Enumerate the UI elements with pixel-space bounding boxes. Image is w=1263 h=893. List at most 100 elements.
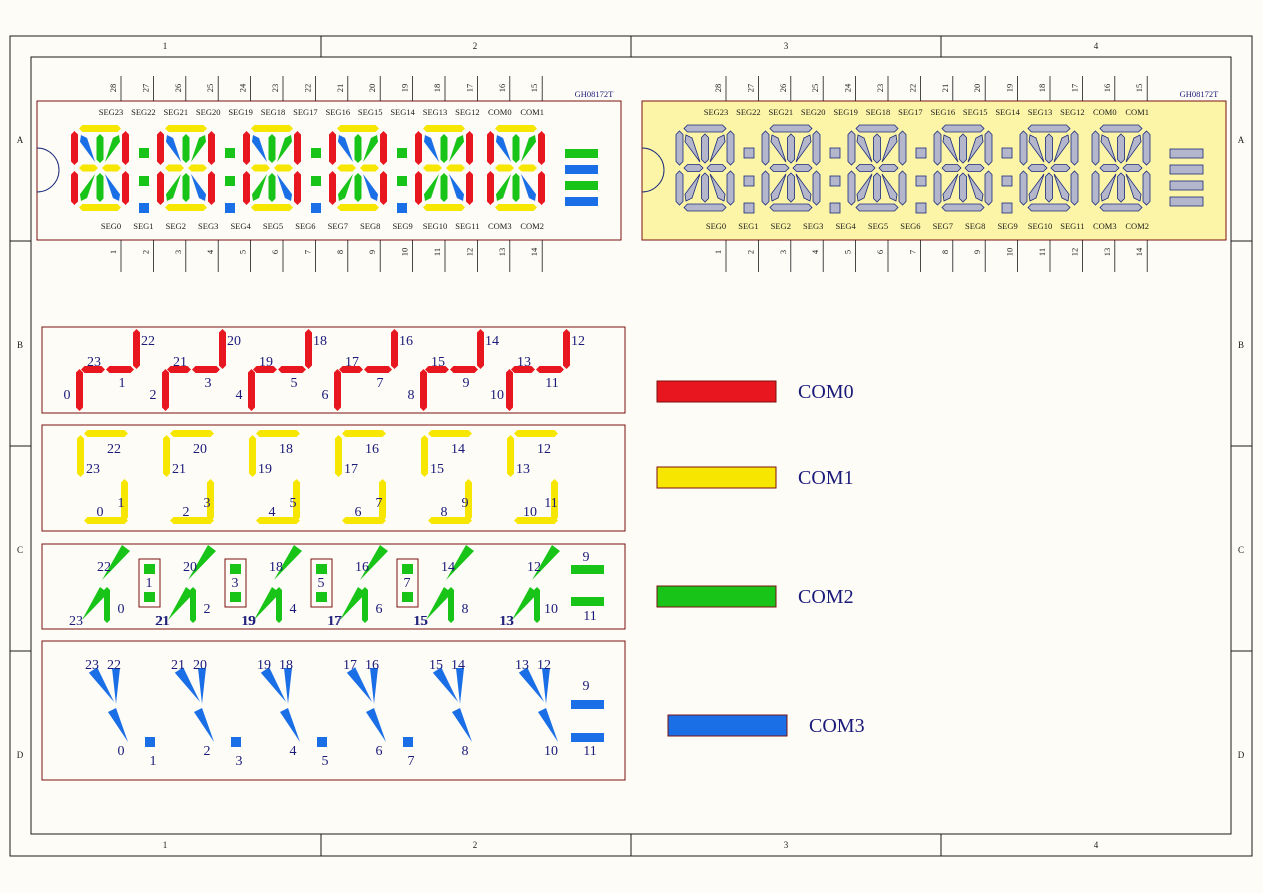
pin-number: 11 [1037, 248, 1047, 256]
segment-number: 14 [485, 334, 499, 349]
segment-i [354, 134, 362, 163]
pin-number: 5 [843, 250, 853, 254]
com1-segment [170, 430, 214, 437]
segment-g2 [964, 164, 985, 172]
com1-segment [507, 435, 514, 477]
segment-label-top: SEG19 [833, 107, 858, 117]
pin-number: 9 [972, 250, 982, 254]
segment-g1 [337, 164, 356, 172]
segment-number: 17 [327, 614, 341, 629]
segment-number: 10 [544, 744, 558, 759]
segment-e [1019, 170, 1028, 206]
com2-segment [82, 587, 109, 620]
legend-swatch [667, 714, 788, 737]
segment-l [512, 173, 520, 202]
legend-label: COM1 [798, 467, 854, 489]
com1-segment [428, 430, 472, 437]
segment-label-top: SEG15 [358, 107, 383, 117]
segment-label-top: COM0 [488, 107, 512, 117]
com3-segment [537, 707, 558, 742]
segment-number: 10 [544, 602, 558, 617]
segment-h [770, 134, 787, 163]
segment-number: 2 [150, 388, 157, 403]
pin-number: 10 [1005, 248, 1015, 257]
com3-segment [432, 667, 458, 702]
segment-j [191, 135, 207, 162]
indicator-bar [565, 197, 598, 206]
segment-g2 [518, 164, 537, 172]
segment-number: 3 [205, 376, 212, 391]
frame-row-label: A [1238, 135, 1245, 145]
com0-segment [364, 366, 392, 373]
pin-number: 19 [400, 84, 410, 93]
segment-m [363, 174, 379, 201]
segment-label-top: SEG19 [228, 107, 253, 117]
segment-a [423, 125, 465, 132]
segment-number: 10 [490, 388, 504, 403]
segment-l [96, 173, 104, 202]
segment-number: 14 [451, 442, 465, 457]
segment-d [495, 204, 537, 211]
decimal-dot [225, 203, 235, 213]
pin-number: 23 [270, 84, 280, 93]
segment-f [329, 131, 336, 165]
legend-label: COM3 [809, 715, 865, 737]
frame-row-label: B [17, 340, 23, 350]
segment-label-top: SEG23 [704, 107, 729, 117]
segment-e [487, 171, 494, 205]
colon-box [396, 558, 419, 608]
pin-number: 25 [205, 84, 215, 93]
segment-label-bottom: SEG1 [133, 221, 153, 231]
pin-number: 4 [810, 249, 820, 254]
decimal-dot [403, 737, 413, 747]
segment-m [967, 173, 984, 202]
segment-c [1142, 170, 1151, 206]
segment-l [701, 172, 709, 203]
pin-number: 2 [745, 250, 755, 254]
segment-e [71, 171, 78, 205]
com1-segment [551, 479, 558, 521]
segment-number: 13 [515, 658, 529, 673]
segment-f [243, 131, 250, 165]
segment-e [933, 170, 942, 206]
segment-number: 22 [97, 560, 111, 575]
legend-swatch [656, 466, 777, 489]
com2-segment [532, 545, 560, 580]
segment-label-bottom: SEG1 [738, 221, 758, 231]
com0-segment [192, 366, 220, 373]
com1-segment [170, 517, 214, 524]
pin-number: 26 [173, 84, 183, 93]
com0-segment [76, 369, 83, 411]
pin-number: 14 [529, 247, 539, 256]
segment-label-bottom: SEG0 [706, 221, 726, 231]
segment-c [466, 171, 473, 205]
pin-number: 13 [1102, 248, 1112, 257]
segment-g2 [188, 164, 207, 172]
segment-label-bottom: SEG3 [198, 221, 218, 231]
segment-label-top: SEG14 [995, 107, 1020, 117]
segment-label-bottom: SEG0 [101, 221, 121, 231]
colon-dot [311, 148, 321, 158]
segment-j [1053, 134, 1070, 163]
segment-h [856, 134, 873, 163]
segment-label-bottom: SEG8 [360, 221, 380, 231]
pin-number: 28 [108, 84, 118, 93]
frame-col-label: 1 [163, 41, 168, 51]
frame-row-label: C [1238, 545, 1244, 555]
legend-swatch [656, 585, 777, 608]
segment-label-bottom: SEG5 [263, 221, 283, 231]
segment-g1 [165, 164, 184, 172]
segment-h [337, 135, 353, 162]
segment-number: 21 [172, 462, 186, 477]
segment-label-top: SEG18 [261, 107, 286, 117]
segment-n [856, 173, 873, 202]
com1-segment [84, 430, 128, 437]
segment-j [105, 135, 121, 162]
segment-label-top: COM1 [1125, 107, 1149, 117]
pin-number: 27 [140, 84, 150, 93]
segment-g1 [79, 164, 98, 172]
pin-number: 1 [108, 250, 118, 254]
indicator-bar [1169, 148, 1204, 159]
segment-i [1045, 133, 1053, 164]
